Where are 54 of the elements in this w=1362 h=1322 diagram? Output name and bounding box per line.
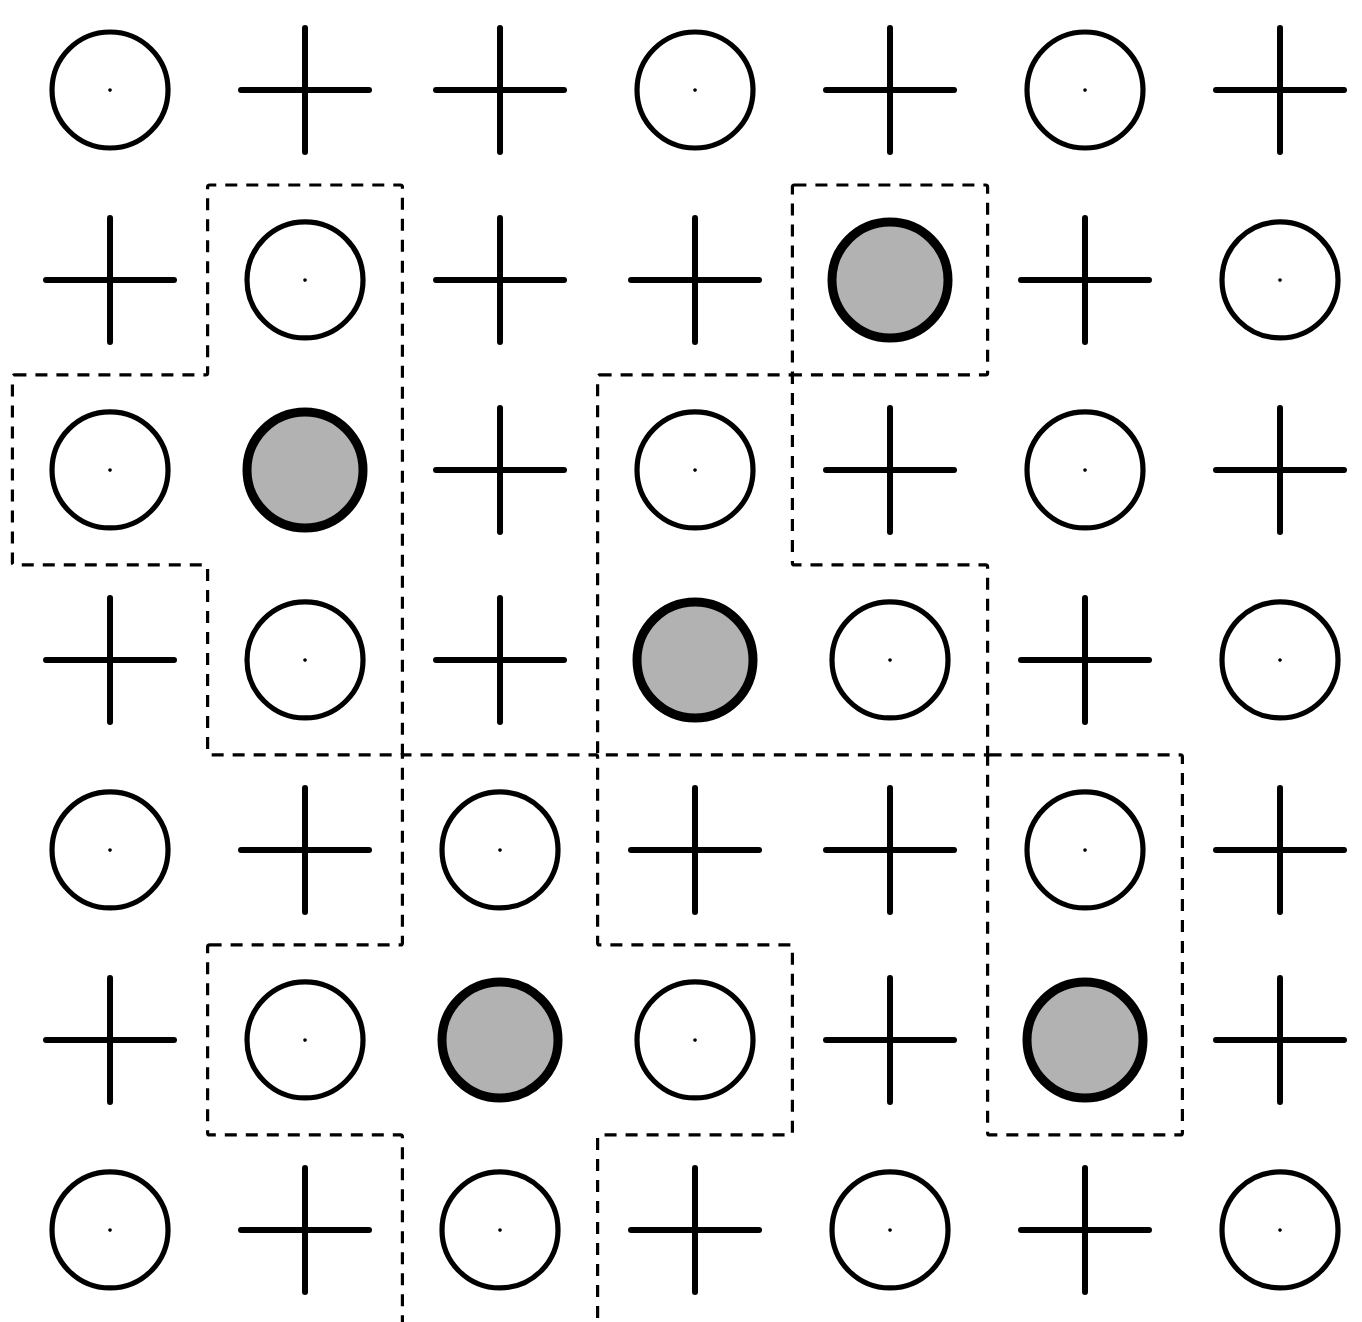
circle-symbol [1024, 409, 1146, 531]
cross-symbol [433, 594, 567, 725]
cross-symbol [628, 1164, 762, 1295]
circle-symbol [829, 599, 951, 721]
filled-circle [242, 407, 368, 533]
circle-symbol [49, 1169, 171, 1291]
circle-symbol [634, 29, 756, 151]
dashed-region [596, 373, 990, 757]
cross-symbol [238, 25, 372, 155]
circle-symbol [244, 219, 366, 341]
circle-symbol [1219, 219, 1341, 341]
circle-symbol [244, 979, 366, 1101]
cross-symbol [433, 404, 567, 535]
circle-symbol [634, 409, 756, 531]
cross-symbol [43, 974, 177, 1105]
circle-symbol [634, 979, 756, 1101]
cross-symbol [1213, 974, 1347, 1105]
cross-symbol [823, 784, 957, 915]
circle-symbol [1219, 599, 1341, 721]
filled-circle [1022, 977, 1148, 1103]
cross-symbol [1213, 404, 1347, 535]
circle-symbol [1219, 1169, 1341, 1291]
cross-symbol [628, 214, 762, 345]
cross-symbol [1213, 25, 1347, 155]
filled-circle [827, 217, 953, 343]
dashed-region [790, 183, 990, 377]
circle-symbol [1024, 29, 1146, 151]
cross-symbol [1018, 594, 1152, 725]
filled-circle [437, 977, 563, 1103]
cross-symbol [1018, 1164, 1152, 1295]
cross-symbol [823, 404, 957, 535]
cross-symbol [823, 25, 957, 155]
filled-circle [632, 597, 758, 723]
cross-symbol [823, 974, 957, 1105]
dashed-region [10, 183, 404, 757]
circle-symbol [829, 1169, 951, 1291]
circle-symbol [49, 789, 171, 911]
cross-symbol [628, 784, 762, 915]
cross-symbol [1213, 784, 1347, 915]
cross-symbol [238, 784, 372, 915]
circle-symbol [49, 409, 171, 531]
circle-symbol [439, 789, 561, 911]
circle-symbol [49, 29, 171, 151]
cross-symbol [433, 25, 567, 155]
cross-symbol [43, 214, 177, 345]
cross-symbol [238, 1164, 372, 1295]
cross-symbol [1018, 214, 1152, 345]
circle-symbol [439, 1169, 561, 1291]
circle-symbol [244, 599, 366, 721]
cross-symbol [433, 214, 567, 345]
circle-symbol [1024, 789, 1146, 911]
cross-symbol [43, 594, 177, 725]
dashed-region [986, 753, 1184, 1137]
dashed-region [206, 753, 794, 1322]
